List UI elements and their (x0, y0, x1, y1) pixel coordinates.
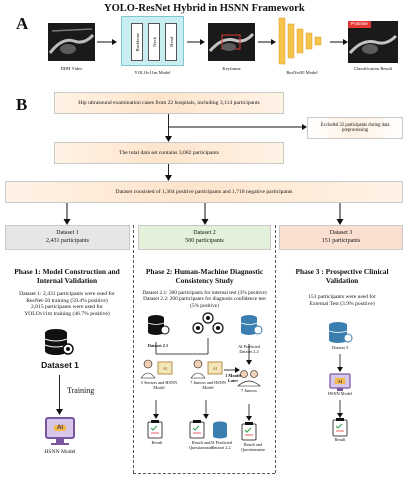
dataset-split-box: Dataset consisted of 1,364 positive part… (5, 181, 403, 203)
keyframe-image (208, 23, 255, 61)
result-clipboard-icon-1 (147, 420, 163, 439)
separator-left (133, 225, 134, 473)
database-icon (44, 329, 74, 355)
svg-text:AI: AI (213, 366, 218, 371)
resnet-model-label: ResNet50 Model (286, 70, 318, 75)
phase3-desc: 151 participants were used for External … (308, 294, 376, 307)
neck-block: Neck (148, 23, 160, 61)
flow-arrow-1 (165, 136, 172, 142)
dataset1-db-label: Dataset 1 (41, 360, 79, 370)
phase3-title: Phase 3 : Prospective Clinical Validatio… (295, 267, 389, 285)
training-label: Training (67, 386, 95, 395)
hsnn-model-label-1: HSNN Model (44, 449, 76, 455)
backbone-block: Backbone (131, 23, 143, 61)
yolo-model-label: YOLOv11m Model (134, 70, 171, 75)
phase2-title: Phase 2: Human-Machine Diagnostic Consis… (145, 267, 264, 285)
keyframe-label: Keyframe (222, 66, 241, 71)
arrow-a3 (258, 39, 276, 45)
svg-text:AI: AI (338, 379, 343, 384)
phase1-desc: Dataset 1: 2,431 participants were used … (19, 291, 115, 318)
positive-badge: Positive (348, 21, 371, 28)
dataset3-db-icon (328, 322, 353, 343)
monitor-base (51, 443, 69, 445)
gear-cluster-icon (192, 312, 224, 334)
ddh-video-image (48, 23, 95, 61)
result-questionnaire-label-2: Result and Questionnaire (240, 442, 266, 452)
result-clipboard-icon-2 (189, 420, 205, 439)
classification-result-label: Classification Result (353, 66, 393, 71)
hsnn-model-label-3: HSNN Model (328, 391, 352, 396)
dataset22-db-icon (240, 315, 263, 335)
result-label-p3: Result (334, 437, 346, 442)
ultrasound-image (48, 23, 95, 61)
result-ultrasound (348, 21, 398, 63)
yolo-model-box: Backbone Neck Head (121, 16, 184, 66)
dataset21-db-icon (147, 315, 170, 335)
seniors-hsnn-label: 5 Seniors and HSNN Model (140, 380, 178, 390)
result-label-p2: Result (151, 440, 163, 445)
arrow-a1 (97, 39, 117, 45)
training-line (59, 375, 60, 411)
hsnn-monitor-icon-3: AI (329, 373, 351, 391)
seven-juniors-label: 7 Juniors (241, 388, 257, 393)
classification-result-image: Positive (348, 21, 398, 63)
result-questionnaire-label-1: Result and Questionnaire (188, 440, 214, 450)
section-a-title: YOLO-ResNet Hybrid in HSNN Framework (104, 3, 305, 14)
juniors-doctor-icon: AI (190, 359, 223, 379)
resnet-model-diagram (278, 17, 322, 65)
svg-text:AI: AI (163, 366, 168, 371)
cases-box: Hip ultrasound examination cases from 22… (54, 92, 284, 114)
dataset21-label: Dataset 2.1 (147, 343, 169, 348)
seven-juniors-icon (237, 370, 261, 387)
excluded-box: Excluded 32 participants during data pre… (307, 117, 403, 139)
ddh-video-label: DDH Video (60, 66, 83, 71)
total-box: The total data set contains 3,082 partic… (54, 142, 284, 164)
ai-predicted-db-icon (213, 421, 227, 439)
phase1-title: Phase 1: Model Construction and Internal… (14, 267, 120, 285)
dataset3-db-label: Dataset 3 (331, 345, 349, 350)
separator-right (275, 225, 276, 473)
ai-monitor-icon: AI (45, 417, 75, 439)
exclusion-arrow (168, 124, 307, 130)
ai-chip-icon: AI (54, 425, 66, 431)
dataset-arrows (63, 203, 344, 225)
training-arrow (56, 409, 63, 415)
juniors-hsnn-label: 7 Juniors and HSNN Model (190, 380, 226, 390)
flow-line-2 (168, 164, 169, 177)
arrow-a4 (330, 39, 348, 45)
monitor-stand (56, 439, 64, 443)
phase2-diagram: AI AI (140, 312, 263, 441)
phase3-diagram: AI (328, 322, 353, 437)
result-clipboard-icon-3 (241, 422, 257, 441)
section-a-letter: A (16, 14, 29, 33)
dataset22-label: AI Predicted Dataset 2.2 (238, 344, 260, 354)
one-month-later-label: 1 Month Later (225, 373, 241, 383)
ai-predicted-label: AI Predicted Dataset 2.2 (210, 440, 232, 450)
keyframe-ultrasound (208, 23, 255, 61)
head-block: Head (165, 23, 177, 61)
arrow-a2 (187, 39, 205, 45)
flow-arrow-2 (165, 175, 172, 181)
seniors-doctor-icon: AI (140, 359, 173, 379)
section-b-letter: B (16, 95, 28, 114)
separator-bottom (133, 473, 275, 474)
phase2-desc: Dataset 2.1: 300 participants for intern… (142, 290, 267, 309)
result-clipboard-icon-p3 (332, 418, 348, 437)
